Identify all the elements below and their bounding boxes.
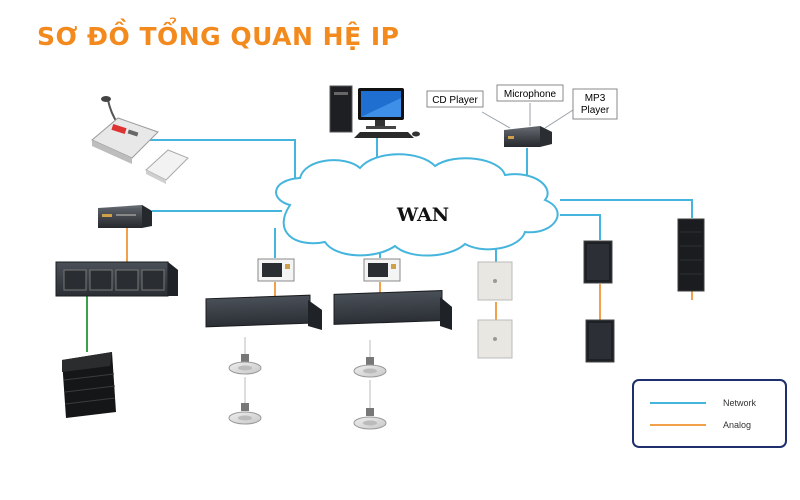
ceiling-speaker-3-icon: [353, 357, 387, 378]
link-box-speaker: [560, 214, 601, 240]
source-links: [481, 103, 574, 129]
power-amplifier-icon: [55, 261, 178, 297]
legend-network-label: Network: [723, 398, 757, 408]
column-speaker-icon: [677, 218, 705, 292]
ceiling-speaker-1-icon: [228, 354, 262, 375]
computer-icon: [329, 85, 420, 138]
diagram-title: SƠ ĐỒ TỔNG QUAN HỆ IP: [37, 22, 400, 51]
microphone-label-box: Microphone: [496, 84, 564, 102]
cd-player-label: CD Player: [432, 95, 478, 106]
ip-decoder-1-icon: [257, 258, 295, 282]
ceiling-speaker-2-icon: [228, 403, 262, 425]
box-speaker-1-icon: [583, 240, 613, 284]
microphone-label: Microphone: [504, 89, 557, 100]
legend: Network Analog: [632, 379, 787, 448]
rack-amplifier-1-icon: [205, 294, 322, 330]
ip-controller-icon: [98, 205, 152, 228]
rack-amplifier-2-icon: [333, 290, 452, 330]
audio-input-hub-icon: [504, 126, 552, 147]
mp3-player-label-line1: MP3: [585, 93, 606, 104]
box-speaker-2-icon: [585, 319, 615, 363]
mp3-player-label-box: MP3 Player: [572, 88, 618, 120]
wall-speaker-2-icon: [477, 319, 513, 359]
wan-label: WAN: [396, 204, 449, 226]
ceiling-speaker-4-icon: [353, 408, 387, 430]
line-array-speaker-icon: [62, 352, 116, 418]
mp3-player-label-line2: Player: [581, 105, 610, 116]
wan-cloud: WAN: [275, 153, 559, 257]
ip-decoder-2-icon: [363, 258, 401, 282]
cd-player-label-box: CD Player: [426, 90, 484, 108]
paging-console-icon: [91, 96, 189, 184]
wall-speaker-1-icon: [477, 261, 513, 301]
link-column-speaker: [560, 199, 693, 218]
legend-analog-label: Analog: [723, 420, 751, 430]
